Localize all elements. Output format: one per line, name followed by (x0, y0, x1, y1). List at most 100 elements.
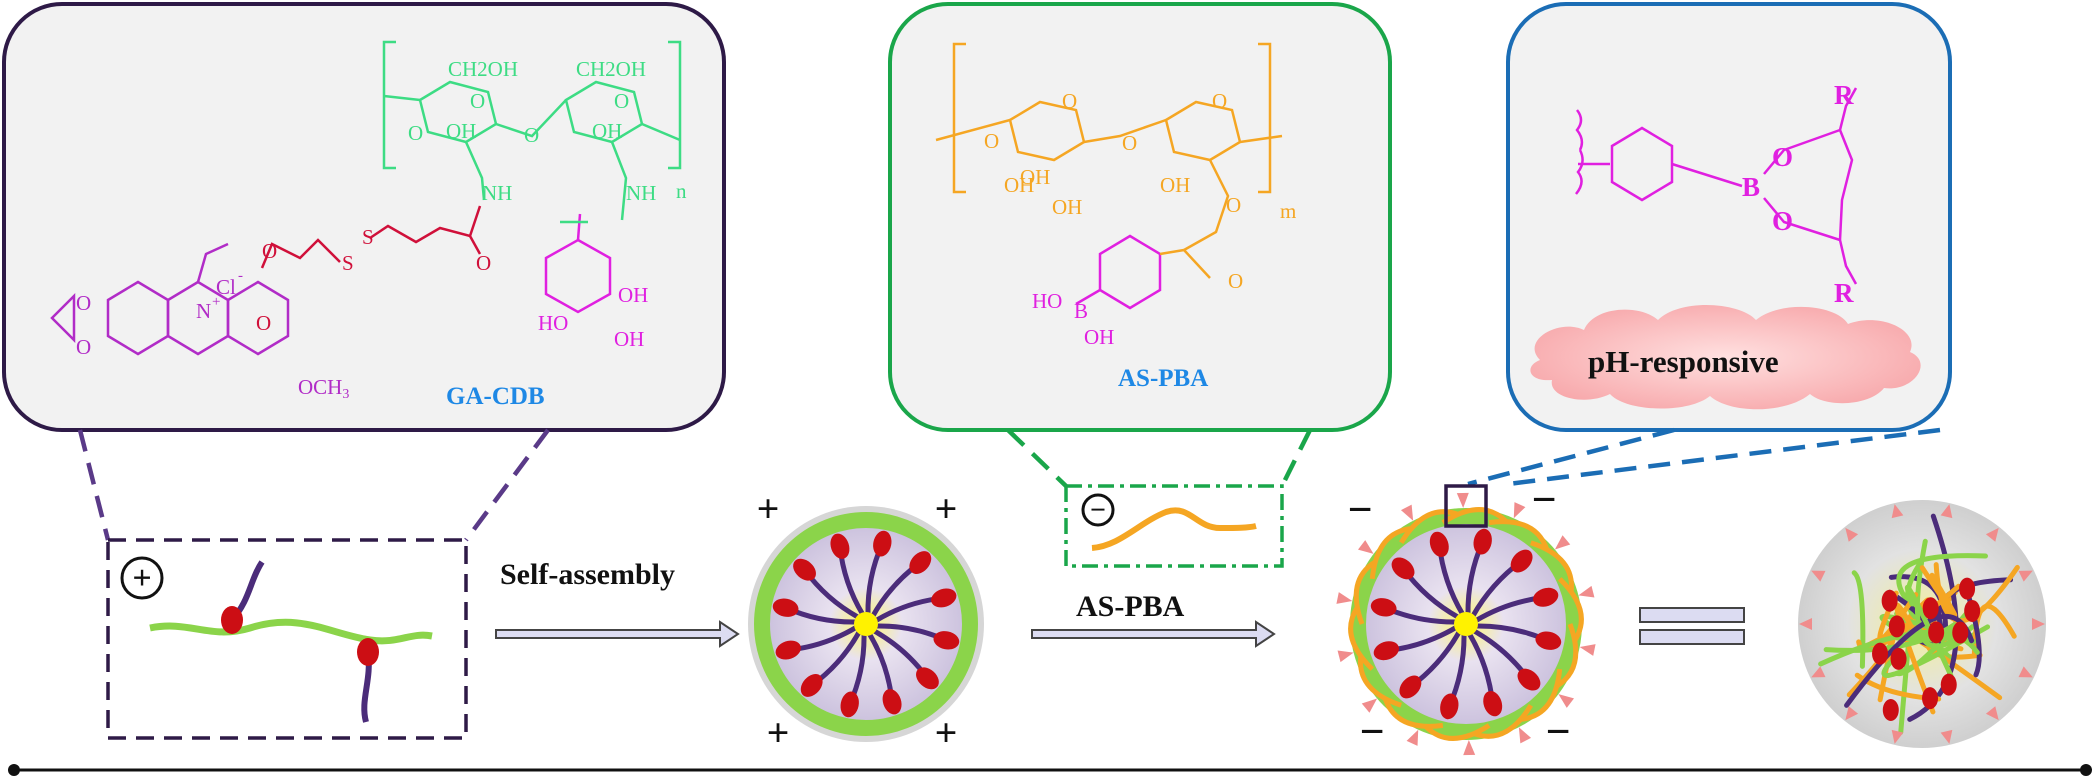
network-triangle (1811, 666, 1826, 678)
ga-cdb-disulfide-linker: S S O O O (256, 205, 491, 335)
label-o-3: O (524, 123, 539, 147)
arrow-as-pba (1031, 620, 1276, 648)
micelle-plus-3: + (767, 710, 790, 755)
label-nh-2: NH (626, 181, 656, 205)
micelle-drug-bead (1473, 528, 1492, 555)
network-drug-bead (1964, 599, 1981, 622)
negative-charge-sign: − (1090, 495, 1106, 526)
coating-chain (1358, 655, 1402, 708)
as-pba-chain (1091, 507, 1257, 551)
as-pba-coating-chains (1336, 492, 1596, 756)
boronate-triangle (1336, 592, 1353, 604)
label-o-4: O (614, 89, 629, 113)
label-as-o-5: O (1226, 193, 1241, 217)
label-ester-r-2: R (1834, 278, 1854, 308)
label-oh-1: OH (446, 119, 476, 143)
label-as-o-1: O (984, 129, 999, 153)
micelle-drug-bead (1370, 598, 1397, 617)
network-triangle (2018, 666, 2033, 678)
label-as-m-sub: m (1280, 199, 1296, 223)
label-ch2oh-1: CH2OH (448, 57, 518, 81)
network-drug-bead (1872, 642, 1889, 665)
label-oh-2: OH (592, 119, 622, 143)
micelle-drug-bead (1429, 531, 1449, 558)
ga-cdb-polysaccharide-structure (382, 40, 682, 221)
label-o-ester-2: O (256, 311, 271, 335)
label-as-oh-1: OH (1020, 165, 1050, 189)
boronate-ester-labels: B O O R R (1742, 80, 1854, 308)
label-ph-responsive: pH-responsive (1588, 344, 1779, 379)
network-chain (1904, 584, 1954, 679)
network-chain (1894, 603, 1936, 715)
coating-chain (1530, 540, 1574, 593)
positive-charge-sign: + (132, 560, 151, 597)
label-as-oh-3: OH (1004, 173, 1034, 197)
micelle-drug-bead (1532, 587, 1559, 607)
label-as-ho: HO (1032, 289, 1062, 313)
cationic-micelle: + + + + (748, 486, 984, 755)
micelle-drug-bead (1391, 557, 1415, 580)
label-ch2oh-2: CH2OH (576, 57, 646, 81)
micelle-drug-bead (800, 674, 823, 697)
boronate-triangle (1406, 729, 1419, 746)
drug-bead-1 (221, 606, 243, 634)
network-triangle (1940, 504, 1953, 519)
micelle-drug-bead (882, 689, 902, 715)
micelle-drug-bead (840, 691, 859, 718)
micelle-drug-bead (931, 588, 957, 608)
micelle-plus-2: + (935, 486, 958, 531)
coated-micelle-arms (1370, 528, 1562, 720)
label-o-1: O (408, 121, 423, 145)
nanoparticle-network (1799, 504, 2045, 744)
coating-chain (1555, 623, 1579, 689)
network-triangle (1845, 527, 1859, 542)
coated-micelle: − − − − (1336, 475, 1596, 756)
coated-micelle-core (1454, 612, 1478, 636)
label-as-o-2: O (1062, 89, 1077, 113)
coating-chain (1382, 697, 1444, 729)
label-as-o-6: O (1228, 269, 1243, 293)
boronate-triangle (1400, 504, 1414, 521)
micelle-core (854, 612, 878, 636)
network-triangle (1985, 706, 1999, 721)
panel-ga-cdb-box (2, 2, 726, 432)
network-triangle (1811, 570, 1826, 582)
label-n-plus: N (196, 299, 211, 323)
network-drug-bead (1922, 687, 1939, 710)
polysaccharide-backbone (149, 618, 433, 645)
label-as-o-4: O (1212, 89, 1227, 113)
label-ester-o-2: O (1772, 206, 1793, 236)
micelle-drug-bead (775, 640, 801, 660)
micelle-plus-4: + (935, 710, 958, 755)
panel-as-pba: O O O O OH OH OH OH O O m HO B OH AS-PBA (888, 2, 1392, 432)
free-polymer-box: + (106, 538, 468, 740)
drug-bead-2 (357, 638, 379, 666)
coating-chain (1399, 509, 1459, 544)
ga-cdb-berberine-labels: N + Cl - O O OCH3 (76, 268, 349, 402)
boronate-triangle (1518, 727, 1532, 744)
network-drug-bead (1940, 673, 1957, 696)
zoom-square (1444, 484, 1488, 528)
label-minus-charge: - (238, 268, 243, 284)
network-drug-bead (1959, 577, 1976, 600)
coating-chain (1423, 723, 1491, 741)
label-o-ester-1: O (262, 239, 277, 263)
network-triangle (1985, 527, 1999, 542)
coating-chain (1353, 559, 1377, 625)
panel-ga-cdb: CH2OH CH2OH OH OH O O O O NH NH n S S O … (2, 2, 726, 432)
micelle-arms (772, 530, 960, 718)
micelle-drug-bead (916, 667, 939, 690)
free-polymer-dashed-frame (106, 538, 468, 740)
boronate-triangle (1578, 585, 1595, 598)
as-pba-ring-labels: O O O O OH OH OH OH O O m (984, 89, 1296, 293)
label-as-oh-4: OH (1160, 173, 1190, 197)
as-pba-polysaccharide-structure (935, 42, 1283, 252)
boronate-ester-structure (1575, 87, 1858, 285)
micelle-plus-1: + (757, 486, 780, 531)
micelle-drug-bead (909, 551, 932, 574)
label-s-2: S (342, 251, 354, 275)
micelle-minus-1: − (1347, 485, 1372, 534)
network-triangle (1940, 729, 1953, 744)
network-chain (1919, 565, 1958, 618)
boronate-triangle (1361, 698, 1378, 713)
